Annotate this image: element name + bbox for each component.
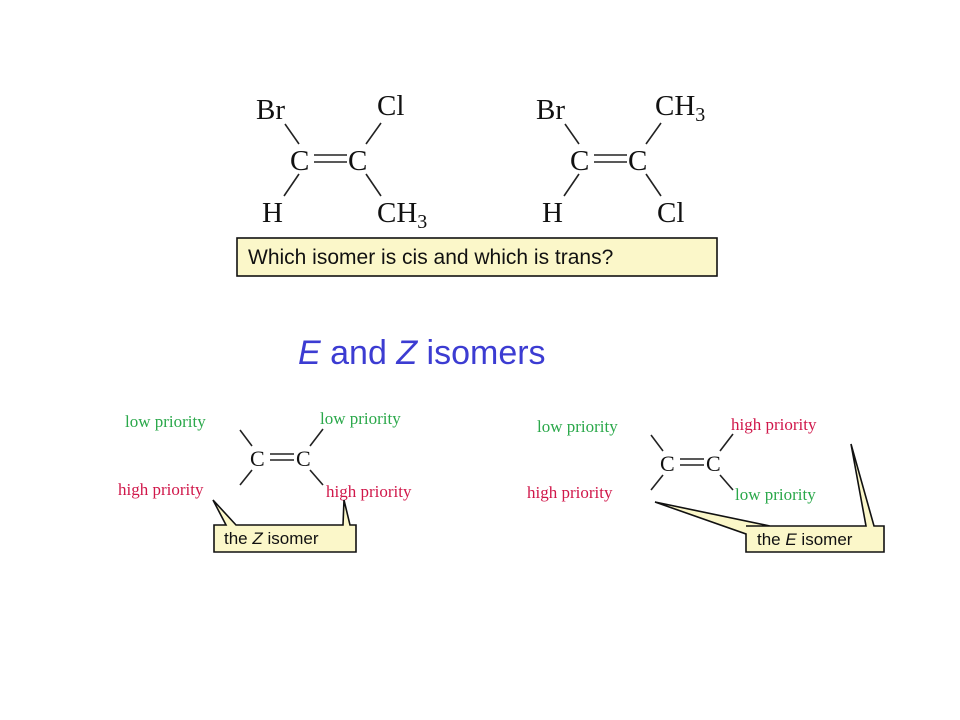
mol2-bottom-left-atom: H <box>542 197 563 229</box>
e-carbon-right: C <box>706 451 721 476</box>
molecule-1: Br Cl C C H CH3 <box>256 90 427 233</box>
mol1-carbon-right: C <box>348 145 367 177</box>
section-title: E and Z isomers <box>298 334 546 372</box>
mol1-bond-bottom-right <box>365 173 382 197</box>
e-carbon-left: C <box>660 451 675 476</box>
e-isomer-diagram: low priority high priority high priority… <box>527 415 885 553</box>
z-label-letter: Z <box>251 529 263 548</box>
e-label-prefix: the <box>757 530 785 549</box>
mol2-bottom-right-atom: Cl <box>657 197 684 229</box>
mol1-bond-top-left <box>284 123 300 145</box>
e-bottom-right-label: low priority <box>735 485 816 504</box>
z-isomer-diagram: low priority low priority high priority … <box>118 409 412 553</box>
mol2-top-right-main: CH <box>655 90 695 122</box>
e-bottom-left-label: high priority <box>527 483 613 502</box>
z-isomer-label: the Z isomer <box>224 529 319 548</box>
e-top-right-label: high priority <box>731 415 817 434</box>
mol1-bond-bottom-left <box>283 173 300 197</box>
mol2-bond-top-left <box>564 123 580 145</box>
z-callout-box <box>212 499 357 553</box>
e-bond-top-right <box>719 433 734 452</box>
z-carbon-left: C <box>250 446 265 471</box>
z-label-prefix: the <box>224 529 252 548</box>
title-z-letter: Z <box>395 334 418 372</box>
e-bond-top-left <box>650 434 664 452</box>
e-isomer-label: the E isomer <box>757 530 853 549</box>
e-bond-bottom-right <box>719 474 734 491</box>
mol1-bond-top-right <box>365 122 382 145</box>
mol1-top-left-atom: Br <box>256 94 285 126</box>
question-box <box>236 237 718 277</box>
mol2-bond-bottom-right <box>645 173 662 197</box>
mol2-bond-bottom-left <box>563 173 580 197</box>
mol2-top-right-atom: CH3 <box>655 90 705 126</box>
question-text: Which isomer is cis and which is trans? <box>248 246 613 269</box>
z-bond-bottom-right <box>309 469 324 486</box>
e-bond-bottom-left <box>650 474 664 491</box>
molecule-2: Br CH3 C C H Cl <box>536 90 705 229</box>
title-and: and <box>321 334 397 372</box>
mol1-bottom-right-main: CH <box>377 197 417 229</box>
title-rest: isomers <box>417 334 545 372</box>
question-callout: Which isomer is cis and which is trans? <box>236 237 718 277</box>
mol2-carbon-right: C <box>628 145 647 177</box>
mol1-carbon-left: C <box>290 145 309 177</box>
mol1-top-right-atom: Cl <box>377 90 404 122</box>
z-bottom-left-label: high priority <box>118 480 204 499</box>
z-bond-top-left <box>239 429 253 447</box>
z-carbon-right: C <box>296 446 311 471</box>
z-bond-top-right <box>309 428 324 447</box>
mol1-bottom-right-atom: CH3 <box>377 197 427 233</box>
mol2-top-left-atom: Br <box>536 94 565 126</box>
mol1-bottom-right-subscript: 3 <box>417 211 427 233</box>
z-label-suffix: isomer <box>263 529 319 548</box>
mol2-bond-top-right <box>645 122 662 145</box>
mol2-top-right-subscript: 3 <box>695 104 705 126</box>
title-e-letter: E <box>298 334 321 372</box>
z-top-left-label: low priority <box>125 412 206 431</box>
mol1-bottom-left-atom: H <box>262 197 283 229</box>
z-bottom-right-label: high priority <box>326 482 412 501</box>
z-bond-bottom-left <box>239 469 253 486</box>
e-label-suffix: isomer <box>797 530 853 549</box>
e-top-left-label: low priority <box>537 417 618 436</box>
e-callout-box <box>654 443 885 553</box>
mol2-carbon-left: C <box>570 145 589 177</box>
e-label-letter: E <box>785 530 797 549</box>
z-top-right-label: low priority <box>320 409 401 428</box>
